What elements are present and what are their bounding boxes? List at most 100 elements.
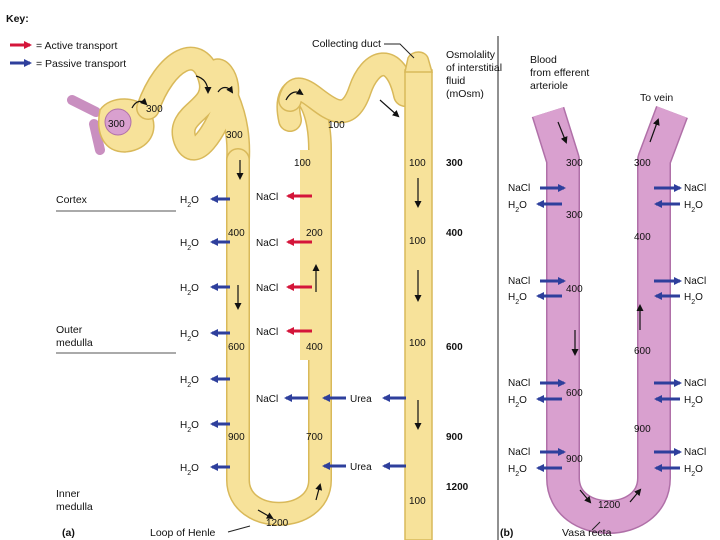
vasa-recta	[531, 106, 688, 534]
key-legend: Key: = Active transport = Passive transp…	[6, 13, 126, 70]
region-labels: Cortex Outer medulla Inner medulla (a) (…	[56, 36, 513, 540]
flow-arrow-capsule	[131, 97, 148, 109]
flow-arrow-dct	[379, 99, 400, 118]
inner-medulla-label-2: medulla	[56, 501, 93, 513]
vasa-bend-1200: 1200	[598, 500, 621, 511]
vasa-left-h2o-2: H2O	[508, 292, 527, 306]
vasa-up-400: 400	[634, 232, 651, 243]
flow-arrow-pct-2	[217, 85, 234, 94]
osmolality-label-2: of interstitial	[446, 62, 502, 74]
vasa-down-300a: 300	[566, 158, 583, 169]
inner-medulla-label-1: Inner	[56, 488, 80, 500]
dct-top-value: 100	[328, 120, 345, 131]
water-label-4: H2O	[180, 329, 199, 343]
ascending-nacl-active: NaCl NaCl NaCl NaCl	[256, 192, 312, 338]
water-label-7: H2O	[180, 463, 199, 477]
asc-top-value: 100	[294, 158, 311, 169]
vasa-right-h2o-2: H2O	[684, 292, 703, 306]
scale-400: 400	[446, 228, 463, 239]
collecting-duct	[404, 69, 433, 540]
water-label-6: H2O	[180, 420, 199, 434]
desc-600-value: 600	[228, 342, 245, 353]
flow-arrow-bend	[257, 509, 274, 519]
bowman-value: 300	[108, 119, 125, 130]
scale-1200: 1200	[446, 482, 469, 493]
vasa-right-nacl-3: NaCl	[684, 378, 706, 389]
vasa-recta-label: Vasa recta	[562, 527, 612, 539]
desc-900-value: 900	[228, 432, 245, 443]
osmolality-label-4: (mOsm)	[446, 88, 484, 100]
water-label-2: H2O	[180, 238, 199, 252]
scale-900: 900	[446, 432, 463, 443]
flow-arrow-asc-2	[315, 483, 323, 501]
scale-600: 600	[446, 342, 463, 353]
desc-400-value: 400	[228, 228, 245, 239]
water-label-3: H2O	[180, 283, 199, 297]
nacl-active-label-3: NaCl	[256, 283, 278, 294]
flow-arrows	[131, 75, 422, 519]
water-label-5: H2O	[180, 375, 199, 389]
vasa-labels: Blood from efferent arteriole To vein Va…	[530, 54, 673, 539]
collecting-duct-leader	[384, 43, 415, 59]
scale-300: 300	[446, 158, 463, 169]
vasa-right-fluxes: NaCl H2O NaCl H2O NaCl H2O NaCl H2O	[654, 183, 706, 478]
vasa-up-300: 300	[634, 158, 651, 169]
vasa-left-h2o-3: H2O	[508, 395, 527, 409]
panel-a-label: (a)	[62, 527, 75, 539]
nacl-active-label-2: NaCl	[256, 238, 278, 249]
vasa-arrow-out	[649, 118, 660, 143]
cd-value-1: 100	[409, 158, 426, 169]
vasa-right-nacl-1: NaCl	[684, 183, 706, 194]
loop-of-henle-label: Loop of Henle	[150, 527, 216, 539]
vasa-recta-vessel	[533, 106, 687, 533]
blood-label-2: from efferent	[530, 67, 589, 79]
pct-value-2: 300	[226, 130, 243, 141]
osmolality-scale: Collecting duct Osmolality of interstiti…	[312, 38, 502, 493]
key-title: Key:	[6, 13, 29, 25]
vasa-up-600: 600	[634, 346, 651, 357]
vasa-down-400: 400	[566, 284, 583, 295]
afferent-vessel	[67, 95, 105, 155]
asc-700-value: 700	[306, 432, 323, 443]
tubule-values: 300 300 300 100 100 400 600 900 1200 200…	[108, 104, 426, 529]
vasa-right-h2o-3: H2O	[684, 395, 703, 409]
outer-medulla-label-1: Outer	[56, 324, 83, 336]
panel-b-label: (b)	[500, 527, 513, 539]
distal-tubule	[279, 53, 416, 122]
descending-water-efflux: H2O H2O H2O H2O H2O H2O H2O	[180, 195, 230, 477]
cd-value-4: 100	[409, 496, 426, 507]
cd-value-3: 100	[409, 338, 426, 349]
vasa-arrow-bend-1	[579, 489, 592, 504]
vasa-left-h2o-1: H2O	[508, 200, 527, 214]
vasa-left-nacl-4: NaCl	[508, 447, 530, 458]
vasa-down-600: 600	[566, 388, 583, 399]
water-label-1: H2O	[180, 195, 199, 209]
vasa-values: 300 300 400 600 900 1200 300 400 600 900	[566, 158, 651, 511]
vasa-left-fluxes: NaCl H2O NaCl H2O NaCl H2O NaCl H2O	[508, 183, 566, 478]
cortex-label: Cortex	[56, 194, 88, 206]
vasa-up-900: 900	[634, 424, 651, 435]
vasa-left-nacl-1: NaCl	[508, 183, 530, 194]
vasa-down-300b: 300	[566, 210, 583, 221]
key-passive-label: = Passive transport	[36, 58, 126, 70]
blood-label-3: arteriole	[530, 80, 568, 92]
pct-value-1: 300	[146, 104, 163, 115]
asc-400-value: 400	[306, 342, 323, 353]
glomerulus	[104, 108, 132, 136]
vasa-recta-leader	[591, 521, 601, 531]
osmolality-label-1: Osmolality	[446, 49, 496, 61]
thick-ascending-limb	[300, 150, 330, 360]
vasa-right-h2o-1: H2O	[684, 200, 703, 214]
flow-arrow-pct	[195, 75, 212, 94]
to-vein-label: To vein	[640, 92, 673, 104]
vasa-right-h2o-4: H2O	[684, 464, 703, 478]
asc-200-value: 200	[306, 228, 323, 239]
loop-of-henle-leader	[227, 525, 251, 533]
nacl-active-label-4: NaCl	[256, 327, 278, 338]
vasa-right-nacl-4: NaCl	[684, 447, 706, 458]
urea-label-1: Urea	[350, 394, 372, 405]
urea-label-2: Urea	[350, 462, 372, 473]
nacl-active-label-1: NaCl	[256, 192, 278, 203]
